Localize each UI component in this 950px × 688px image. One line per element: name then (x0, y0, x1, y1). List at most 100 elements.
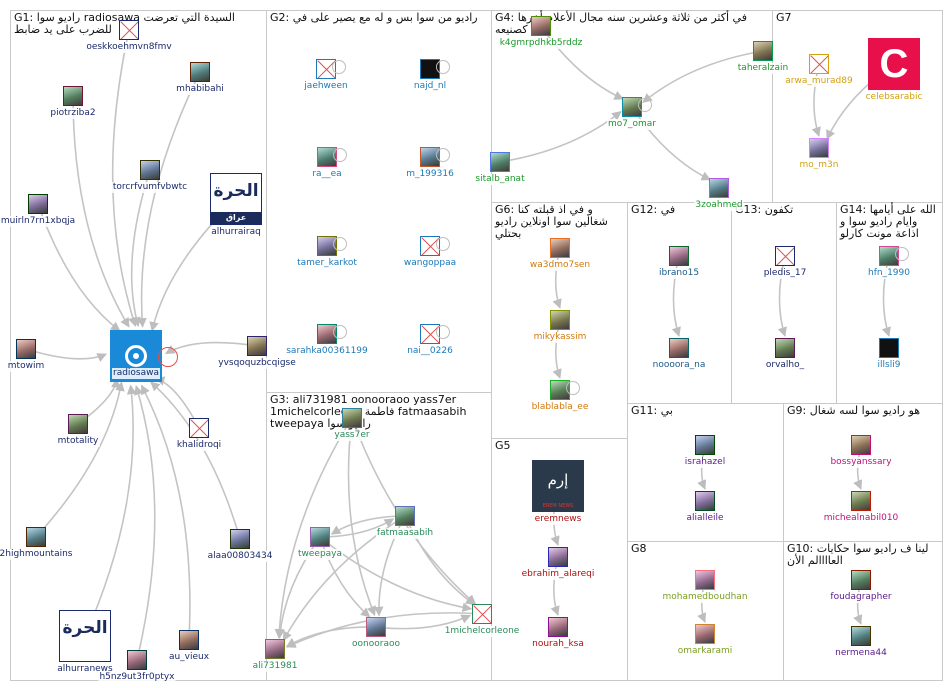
node-label: alaa00803434 (206, 551, 274, 562)
node-label: bossyanssary (829, 457, 893, 468)
node-label: eremnews (533, 514, 583, 525)
avatar-icon (695, 570, 715, 590)
avatar-icon (26, 527, 46, 547)
group-G4: G4: في أكثر من ثلاثة وعشرين سنه مجال الأ… (491, 10, 773, 203)
avatar-icon (342, 408, 362, 428)
node-label: foudagrapher (829, 592, 893, 603)
node-label: najd_nl (412, 81, 448, 92)
avatar-icon (851, 570, 871, 590)
avatar-icon (531, 16, 551, 36)
node-label: 2highmountains (0, 549, 74, 560)
self-loop-edge (566, 381, 580, 395)
avatar-icon (550, 238, 570, 258)
node-label: michealnabil010 (822, 513, 900, 524)
avatar-icon (63, 86, 83, 106)
avatar-icon (28, 194, 48, 214)
edge-tweepaya-to-ali731981 (275, 536, 321, 639)
avatar-icon (68, 414, 88, 434)
avatar-icon (127, 650, 147, 670)
node-label: nai__0226 (406, 346, 454, 357)
self-loop-edge (436, 60, 450, 74)
avatar-icon (695, 491, 715, 511)
node-label: orvalho_ (764, 360, 806, 371)
avatar-icon (140, 160, 160, 180)
group-label-G1: G1: رادیو سوا radiosawa السيدة التي تعرض… (14, 11, 235, 36)
group-label-G5: G5 (495, 439, 511, 452)
group-label-G10: G10: لينا ف راديو سوا حكايات العاااالم ا… (787, 542, 929, 567)
node-label: alialleile (685, 513, 725, 524)
node-label: mohamedboudhan (661, 592, 749, 603)
node-label: h5nz9ut3fr0ptyx (98, 672, 176, 683)
node-label: k4gmrpdhkb5rddz (498, 38, 584, 49)
celebs-c-logo-icon: C (868, 38, 920, 90)
alhurra-logo-icon: الحرة (59, 610, 111, 662)
group-label-G8: G8 (631, 542, 647, 555)
avatar-icon (395, 506, 415, 526)
node-label: ali731981 (251, 661, 299, 672)
self-loop-edge (436, 148, 450, 162)
node-label: khalidroqi (175, 440, 223, 451)
logo-text: إرم (547, 471, 569, 489)
self-loop-edge (895, 247, 909, 261)
node-label: illsli9 (876, 360, 902, 371)
node-label: alhurranews (56, 664, 114, 675)
avatar-icon (230, 529, 250, 549)
avatar-icon (179, 630, 199, 650)
avatar-icon (851, 626, 871, 646)
edge-mhabibahi-to-radiosawa (137, 71, 201, 328)
group-G12: G12: في (627, 202, 732, 404)
node-label: nourah_ksa (531, 639, 585, 650)
self-loop-edge (333, 325, 347, 339)
group-label-G14: G14: الله على أيامها وايام راديو سوا و ا… (840, 203, 936, 240)
node-label: wa3dmo7sen (528, 260, 592, 271)
group-G8: G8 (627, 541, 784, 681)
edge-tweepaya-to-oonooraoo (319, 536, 371, 618)
missing-avatar-icon (119, 20, 139, 40)
node-label: radiosawa (111, 368, 161, 379)
node-label: mo7_omar (607, 119, 657, 130)
group-G13: G13: تكفون (731, 202, 837, 404)
node-label: ebrahim_alareqi (520, 569, 596, 580)
node-label: alhurrairaq (210, 227, 262, 238)
node-label: m_199316 (405, 169, 455, 180)
node-label: sarahka00361199 (285, 346, 369, 357)
node-label: mo_m3n (798, 160, 840, 171)
avatar-icon (310, 527, 330, 547)
node-label: yass7er (333, 430, 371, 441)
group-label-G6: G6: و في اذ قبلته كنا شغالين سوا اونلاين… (495, 203, 608, 240)
avatar-icon (490, 152, 510, 172)
self-loop-edge (436, 325, 450, 339)
node-label: mhabibahi (175, 84, 225, 95)
self-loop-edge (333, 237, 347, 251)
avatar-icon (265, 639, 285, 659)
self-loop-edge (333, 148, 347, 162)
node-label: hfn_1990 (867, 268, 911, 279)
edge-h5nz9ut3fr0ptyx-to-radiosawa (134, 385, 156, 661)
missing-avatar-icon (775, 246, 795, 266)
group-label-G4: G4: في أكثر من ثلاثة وعشرين سنه مجال الأ… (495, 11, 747, 36)
node-label: sitalb_anat (474, 174, 526, 185)
edge-piotrziba2-to-radiosawa (72, 95, 130, 328)
logo-subtext: EREM NEWS (542, 503, 574, 509)
node-label: mikykassim (532, 332, 588, 343)
avatar-icon (851, 491, 871, 511)
self-loop-edge (638, 98, 652, 112)
group-G10: G10: لينا ف راديو سوا حكايات العاااالم ا… (783, 541, 943, 681)
logo-text: الحرة (213, 181, 259, 201)
group-G2: G2: راديو من سوا بس و له مع يصير على في (266, 10, 492, 393)
avatar-icon (190, 62, 210, 82)
node-label: arwa_murad89 (784, 76, 854, 87)
edge-oonooraoo-to-1michelcorleone (375, 614, 471, 630)
node-label: jaehween (303, 81, 349, 92)
node-label: au_vieux (167, 652, 211, 663)
node-label: oonooraoo (351, 639, 401, 650)
erem-news-logo-icon: إرم EREM NEWS (532, 460, 584, 512)
self-loop-edge (436, 237, 450, 251)
avatar-icon (809, 138, 829, 158)
edge-mtowim-to-radiosawa (25, 348, 107, 363)
avatar-icon (550, 310, 570, 330)
node-label: piotrziba2 (49, 108, 97, 119)
self-loop-edge (158, 347, 178, 367)
